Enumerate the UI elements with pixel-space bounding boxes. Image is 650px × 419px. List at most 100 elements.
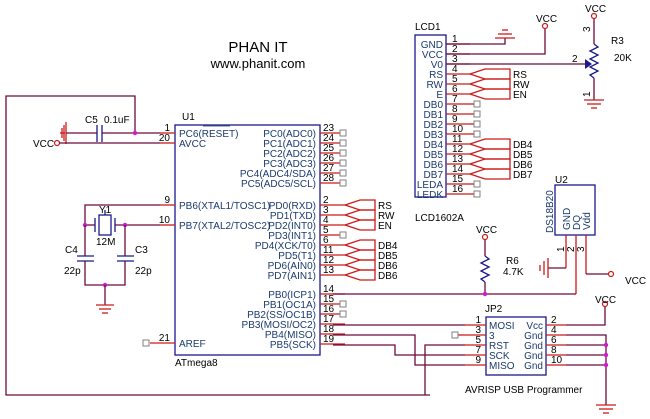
- u1-pin-num: 26: [323, 153, 335, 164]
- u1-bus-label: RS: [378, 201, 392, 212]
- u1-pin-num: 13: [323, 265, 335, 276]
- u1-pin-num: 15: [323, 294, 335, 305]
- u2-pin-1-num: 1: [556, 246, 567, 252]
- no-connect-icon: [473, 190, 481, 198]
- lcd1-pin-num: 16: [452, 184, 464, 195]
- lcd1-bus-label: DB4: [513, 140, 533, 151]
- u1-pin-label: PD3(INT1): [268, 231, 316, 242]
- u1-pin-label: PD4(XCK/T0): [255, 241, 316, 252]
- vcc-label-r3: VCC: [585, 4, 606, 15]
- lcd1-pin-label: RW: [427, 80, 444, 91]
- bus-entry: [344, 259, 376, 271]
- u1-pin-num: 10: [159, 215, 171, 226]
- vcc-port-jp2: [601, 300, 609, 308]
- jp2-pin-num: 5: [475, 335, 481, 346]
- lcd1-pin-num: 7: [452, 94, 458, 105]
- u1-bus-label: DB5: [378, 251, 398, 262]
- ground-icon-crystal: [96, 304, 114, 314]
- jp2-pin-num: 6: [551, 335, 557, 346]
- jp2-gnd-wire: [566, 334, 607, 405]
- no-connect-icon: [339, 139, 347, 147]
- schematic-title: PHAN IT: [228, 39, 287, 56]
- jp2-pin-num: 1: [475, 315, 481, 326]
- capacitor-c4-icon: [77, 255, 94, 262]
- bus-entry: [469, 148, 511, 160]
- miso-wire: [333, 334, 465, 366]
- lcd1-pin-label: V0: [431, 60, 444, 71]
- lcd1-pin-label: DB6: [424, 160, 444, 171]
- bus-entry: [469, 158, 511, 170]
- u1-pin-num: 28: [323, 173, 335, 184]
- r3-ref: R3: [611, 36, 624, 47]
- lcd1-pin-num: 13: [452, 154, 464, 165]
- u1-pin-label: PC6(RESET): [179, 129, 238, 140]
- r3-pin-2: 2: [572, 54, 578, 65]
- lcd1-bus-label: DB5: [513, 150, 533, 161]
- u1-pin-num: 6: [323, 235, 329, 246]
- u2-pin-2-num: 2: [566, 246, 577, 252]
- u1-pin-label: PB3(MOSI/OC2): [242, 320, 316, 331]
- bus-entry: [344, 269, 376, 281]
- jp2-pin-num: 4: [551, 325, 557, 336]
- lcd1-pin-num: 14: [452, 164, 464, 175]
- lcd1-pin-label: LEDA: [417, 180, 443, 191]
- vcc-label-jp2: VCC: [595, 295, 616, 306]
- lcd1-pin-num: 8: [452, 104, 458, 115]
- ground-icon-r3: [584, 99, 604, 109]
- u1-body: [174, 124, 321, 356]
- jp2-vcc-wire: [566, 307, 606, 326]
- jp2-pin-num: 9: [475, 355, 481, 366]
- schematic-url: www.phanit.com: [210, 56, 306, 71]
- jp2-pin-num: 10: [551, 355, 563, 366]
- lcd1-ref: LCD1: [415, 22, 441, 33]
- lcd1-pin-label: VCC: [422, 50, 443, 61]
- u1-pin-label: PB5(SCK): [270, 340, 316, 351]
- lcd1-body: [414, 34, 447, 198]
- jp2-part: AVRISP USB Programmer: [465, 385, 583, 396]
- c4-ref: C4: [65, 245, 78, 256]
- jp2-pin-label: 3: [489, 331, 495, 342]
- lcd1-pin-num: 11: [452, 134, 463, 145]
- u1-pin-num: 20: [159, 133, 171, 144]
- u1-pin-label: PC2(ADC2): [263, 149, 316, 160]
- bus-entry: [344, 239, 376, 251]
- junction: [603, 342, 609, 348]
- u1-pin-label: PD2(INT0): [268, 221, 316, 232]
- c4-value: 22p: [64, 266, 81, 277]
- bus-entry: [344, 219, 376, 231]
- u1-bus-label: DB6: [378, 261, 398, 272]
- jp2-pin-num: 8: [551, 345, 557, 356]
- u1-pin-num: 21: [159, 333, 171, 344]
- r3-pin-3: 3: [582, 26, 593, 32]
- lcd-gnd-wire: [446, 38, 506, 45]
- reset-loop-wire: [5, 95, 330, 396]
- ground-icon-c5: [60, 122, 67, 144]
- bus-entry: [469, 88, 511, 100]
- u2-ref: U2: [555, 175, 568, 186]
- u1-ref: U1: [182, 112, 195, 123]
- u2-body: [554, 184, 596, 236]
- r3-wiper-arrow-icon: [585, 59, 592, 69]
- lcd1-pin-num: 15: [452, 174, 464, 185]
- u1-pin-num: 16: [323, 304, 335, 315]
- u1-pin-label: PB0(ICP1): [268, 290, 316, 301]
- junction: [603, 352, 609, 358]
- c3-ref: C3: [135, 245, 148, 256]
- bus-entry: [344, 209, 376, 221]
- u1-right-pins: 23PC0(ADC0)24PC1(ADC1)25PC2(ADC2)26PC3(A…: [240, 123, 347, 351]
- no-connect-icon: [339, 179, 347, 187]
- no-connect-icon: [473, 120, 481, 128]
- u1-pin-label: AREF: [179, 339, 206, 350]
- junction: [482, 291, 488, 297]
- lcd1-pin-label: DB4: [424, 140, 444, 151]
- bus-entry: [344, 199, 376, 211]
- lcd-vcc-wire: [446, 29, 546, 55]
- jp2-pin-label: Gnd: [524, 331, 543, 342]
- no-connect-icon: [339, 159, 347, 167]
- vcc-port-r6: [481, 233, 489, 241]
- no-connect-icon: [473, 180, 481, 188]
- u1-pin-label: PB6(XTAL1/TOSC1): [179, 201, 270, 212]
- no-connect-icon: [339, 169, 347, 177]
- lcd1-part: LCD1602A: [415, 213, 464, 224]
